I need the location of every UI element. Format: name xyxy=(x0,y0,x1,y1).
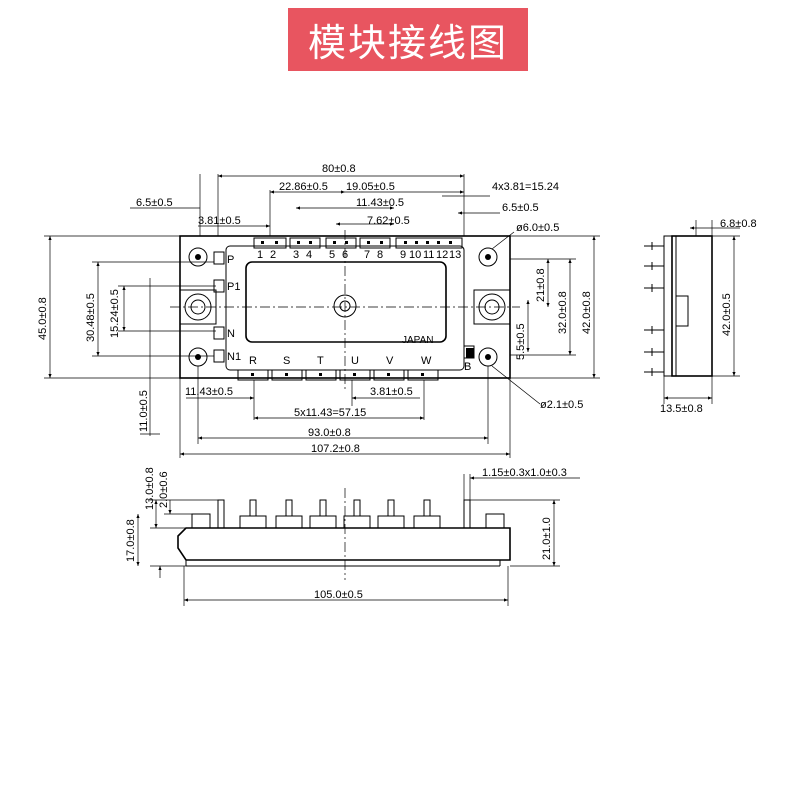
dim-side-42: 42.0±0.5 xyxy=(721,293,733,336)
dim-22-86: 22.86±0.5 xyxy=(279,181,328,193)
pin-12: 12 xyxy=(436,249,448,261)
top-view: 1 2 3 4 5 6 7 8 9 10 11 12 13 P P1 N N1 … xyxy=(37,163,600,458)
pin-11: 11 xyxy=(423,249,434,261)
dim-32: 32.0±0.8 xyxy=(557,291,569,334)
dim-small-hole: ø2.1±0.5 xyxy=(540,399,583,411)
terminal-n1: N1 xyxy=(227,351,241,363)
terminal-w: W xyxy=(421,355,432,367)
dim-front-13: 13.0±0.8 xyxy=(144,467,156,510)
pin-8: 8 xyxy=(377,249,383,261)
dim-7-62: 7.62±0.5 xyxy=(367,215,410,227)
module-window xyxy=(245,261,447,343)
title-banner: 模块接线图 xyxy=(288,8,528,71)
pin-4: 4 xyxy=(306,249,312,261)
terminal-u: U xyxy=(351,355,359,367)
dim-11-0: 11.0±0.5 xyxy=(138,390,150,432)
side-view: 6.8±0.8 42.0±0.5 13.5±0.8 xyxy=(644,218,757,415)
dim-front-17: 17.0±0.8 xyxy=(125,519,137,562)
terminal-p1: P1 xyxy=(227,281,240,293)
pin-7: 7 xyxy=(364,249,370,261)
dim-42-right: 42.0±0.8 xyxy=(581,291,593,334)
terminal-p: P xyxy=(227,254,234,266)
terminal-r: R xyxy=(249,355,257,367)
pin-13: 13 xyxy=(449,249,461,261)
terminal-v: V xyxy=(386,355,394,367)
dim-front-105: 105.0±0.5 xyxy=(314,589,363,601)
dim-front-pin: 1.15±0.3x1.0±0.3 xyxy=(482,467,567,479)
dim-6-5-right: 6.5±0.5 xyxy=(502,202,539,214)
dim-45: 45.0±0.8 xyxy=(37,297,49,340)
dim-15-24: 15.24±0.5 xyxy=(109,289,121,338)
dim-11-43-top: 11.43±0.5 xyxy=(356,197,404,209)
dim-hole-dia: ø6.0±0.5 xyxy=(516,222,559,234)
terminal-s: S xyxy=(283,355,290,367)
dim-front-21: 21.0±1.0 xyxy=(541,517,553,560)
pin-10: 10 xyxy=(409,249,421,261)
dim-107-2: 107.2±0.8 xyxy=(311,443,360,455)
dim-3-81-bottom: 3.81±0.5 xyxy=(370,386,413,398)
pin-2: 2 xyxy=(270,249,276,261)
right-mount-hole-top xyxy=(478,247,498,267)
dim-front-2: 2.0±0.6 xyxy=(158,471,170,508)
dim-side-13-5: 13.5±0.8 xyxy=(660,403,703,415)
terminal-n: N xyxy=(227,328,235,340)
front-view: 13.0±0.8 2.0±0.6 17.0±0.8 21.0±1.0 1.15±… xyxy=(125,467,580,606)
terminal-b: B xyxy=(464,361,471,373)
dim-3-81-top: 3.81±0.5 xyxy=(198,215,241,227)
terminal-t: T xyxy=(317,355,324,367)
dim-6-5-left: 6.5±0.5 xyxy=(136,197,173,209)
dim-57-15: 5x11.43=57.15 xyxy=(294,407,366,419)
pin-3: 3 xyxy=(293,249,299,261)
pin-5: 5 xyxy=(329,249,335,261)
dim-pin-pitch: 4x3.81=15.24 xyxy=(492,181,559,193)
dim-93: 93.0±0.8 xyxy=(308,427,351,439)
dim-19-05: 19.05±0.5 xyxy=(346,181,395,193)
dim-11-43-bottom: 11.43±0.5 xyxy=(185,386,233,398)
marking-japan: JAPAN xyxy=(402,335,434,346)
left-mount-hole-top xyxy=(188,247,208,267)
dim-5-5: 5.5±0.5 xyxy=(515,323,527,360)
dim-30-48: 30.48±0.5 xyxy=(85,293,97,342)
dim-21: 21±0.8 xyxy=(535,268,547,302)
pin-9: 9 xyxy=(400,249,406,261)
pin-1: 1 xyxy=(257,249,263,261)
dim-side-6-8: 6.8±0.8 xyxy=(720,218,757,230)
dim-80: 80±0.8 xyxy=(322,163,356,175)
pin-6: 6 xyxy=(342,249,348,261)
